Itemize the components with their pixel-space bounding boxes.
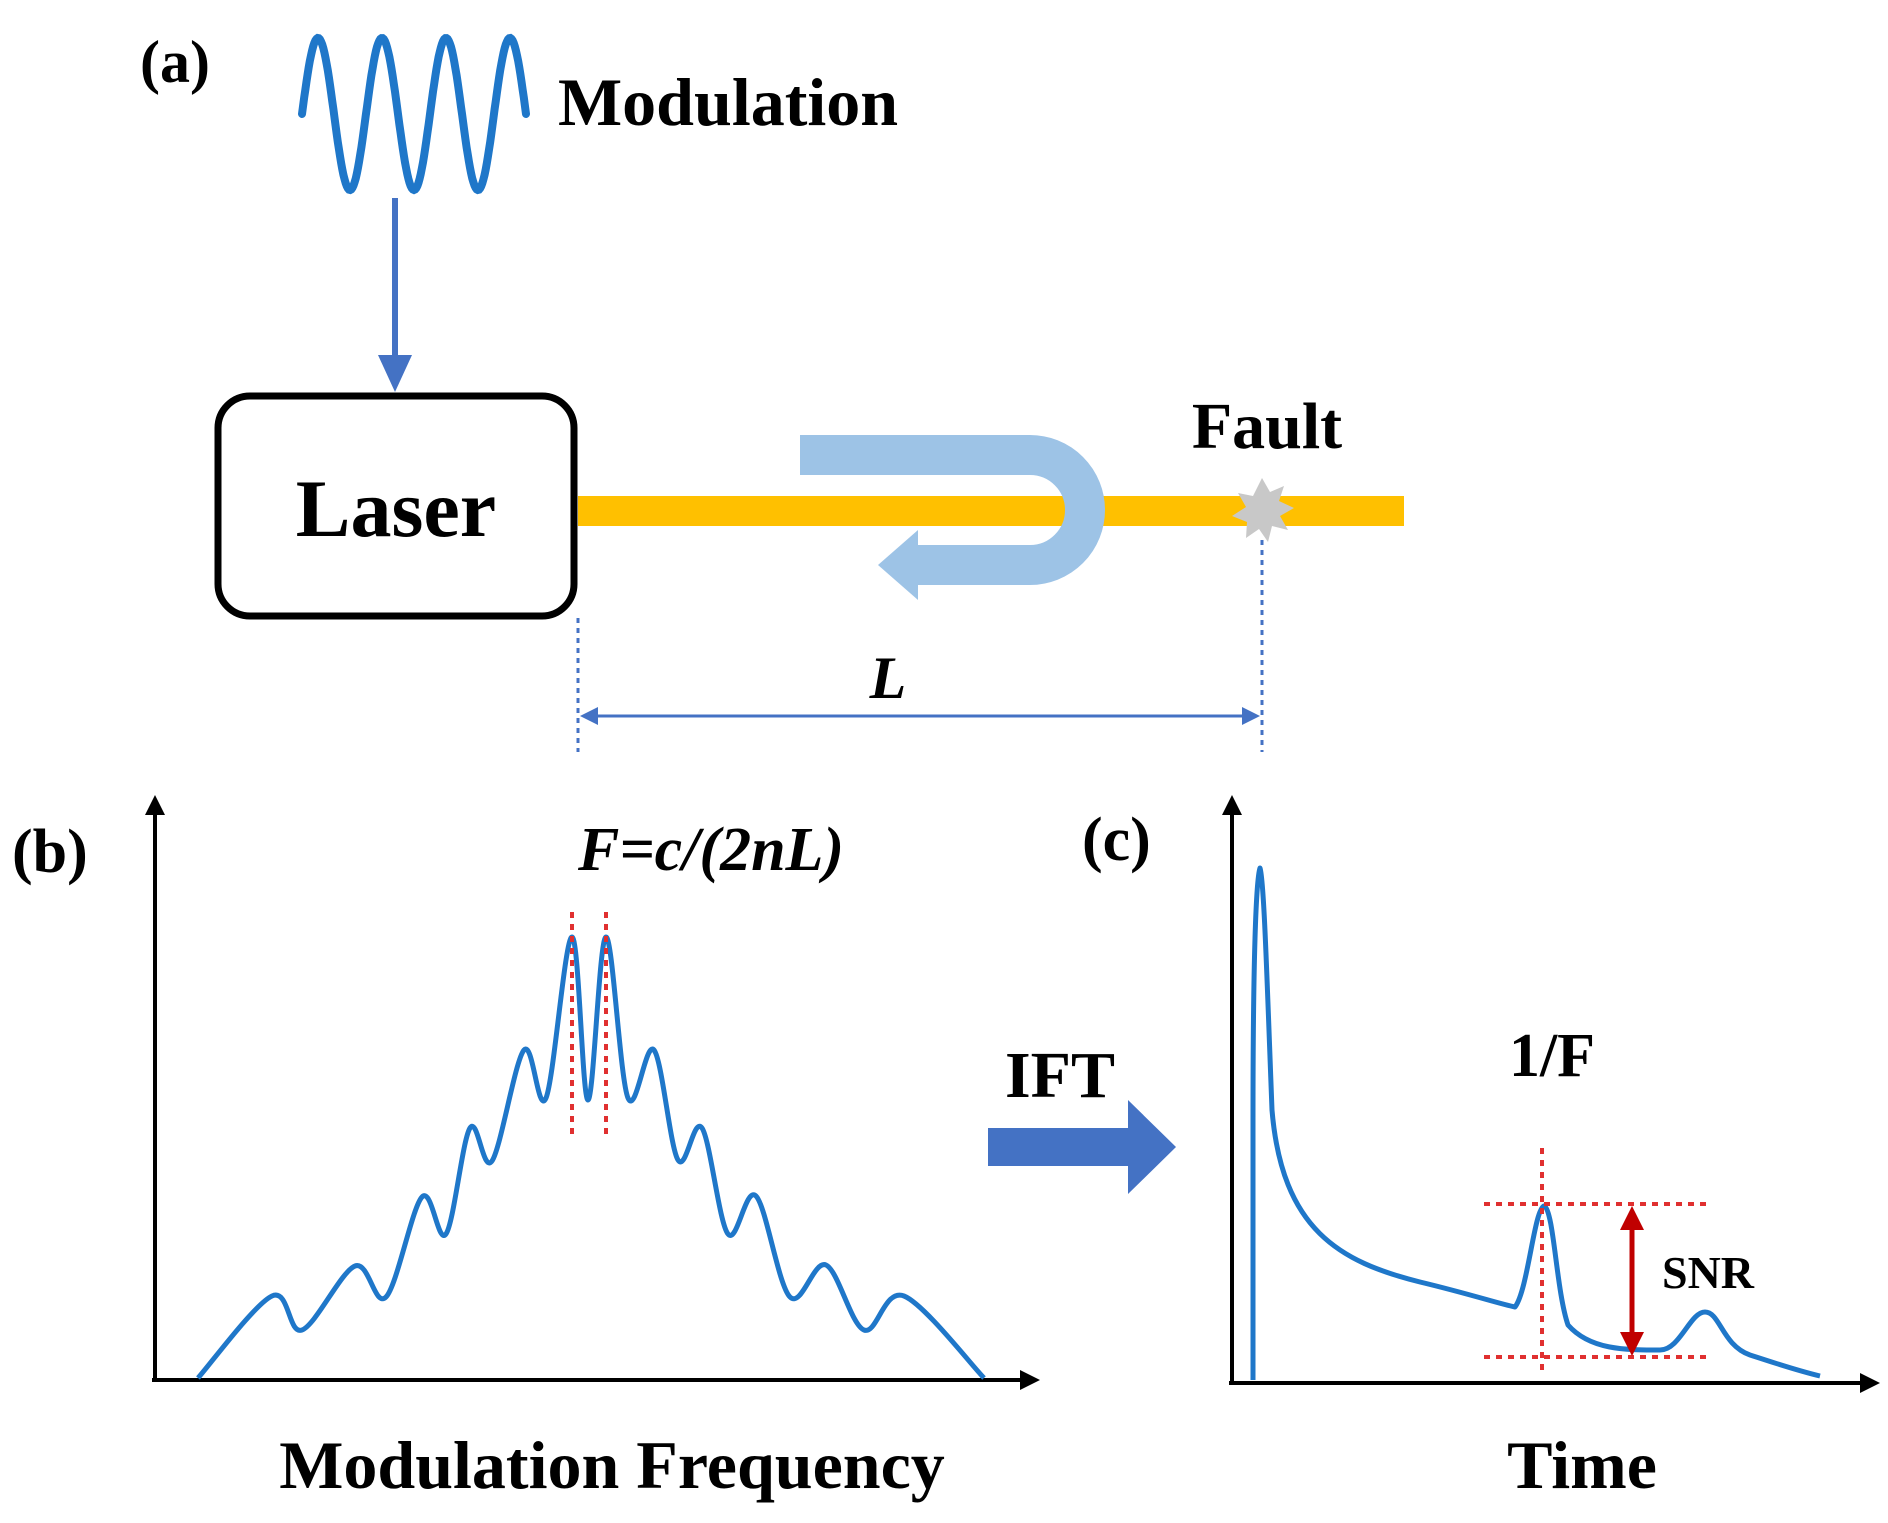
reflection-arrow	[800, 435, 1105, 585]
time-x-axis-label: Time	[1507, 1427, 1657, 1503]
fault-label: Fault	[1192, 390, 1342, 463]
modulation-to-laser-arrow	[378, 198, 412, 392]
modulation-label: Modulation	[558, 64, 898, 140]
snr-label: SNR	[1662, 1247, 1755, 1298]
period-label: 1/F	[1509, 1022, 1595, 1090]
reflection-arrow-head	[878, 530, 918, 600]
distance-label: L	[869, 645, 907, 711]
laser-label: Laser	[296, 463, 496, 554]
ift-arrow	[988, 1100, 1176, 1194]
fault-spot	[1232, 478, 1294, 542]
laser-box	[214, 392, 578, 620]
ift-label: IFT	[1005, 1039, 1115, 1112]
panel-a-tag: (a)	[140, 29, 210, 95]
spectrum-x-axis-label: Modulation Frequency	[279, 1427, 945, 1503]
snr-arrow	[1620, 1206, 1644, 1356]
time-domain-curve	[1250, 865, 1821, 1380]
distance-arrow	[580, 707, 1260, 725]
spectrum-curve	[196, 934, 986, 1380]
modulation-wave	[298, 33, 530, 195]
time-axes	[1222, 795, 1880, 1393]
formula-label: F=c/(2nL)	[577, 816, 844, 884]
panel-c-tag: (c)	[1082, 806, 1151, 874]
panel-b-tag: (b)	[12, 818, 88, 886]
spectrum-axes	[145, 795, 1040, 1390]
